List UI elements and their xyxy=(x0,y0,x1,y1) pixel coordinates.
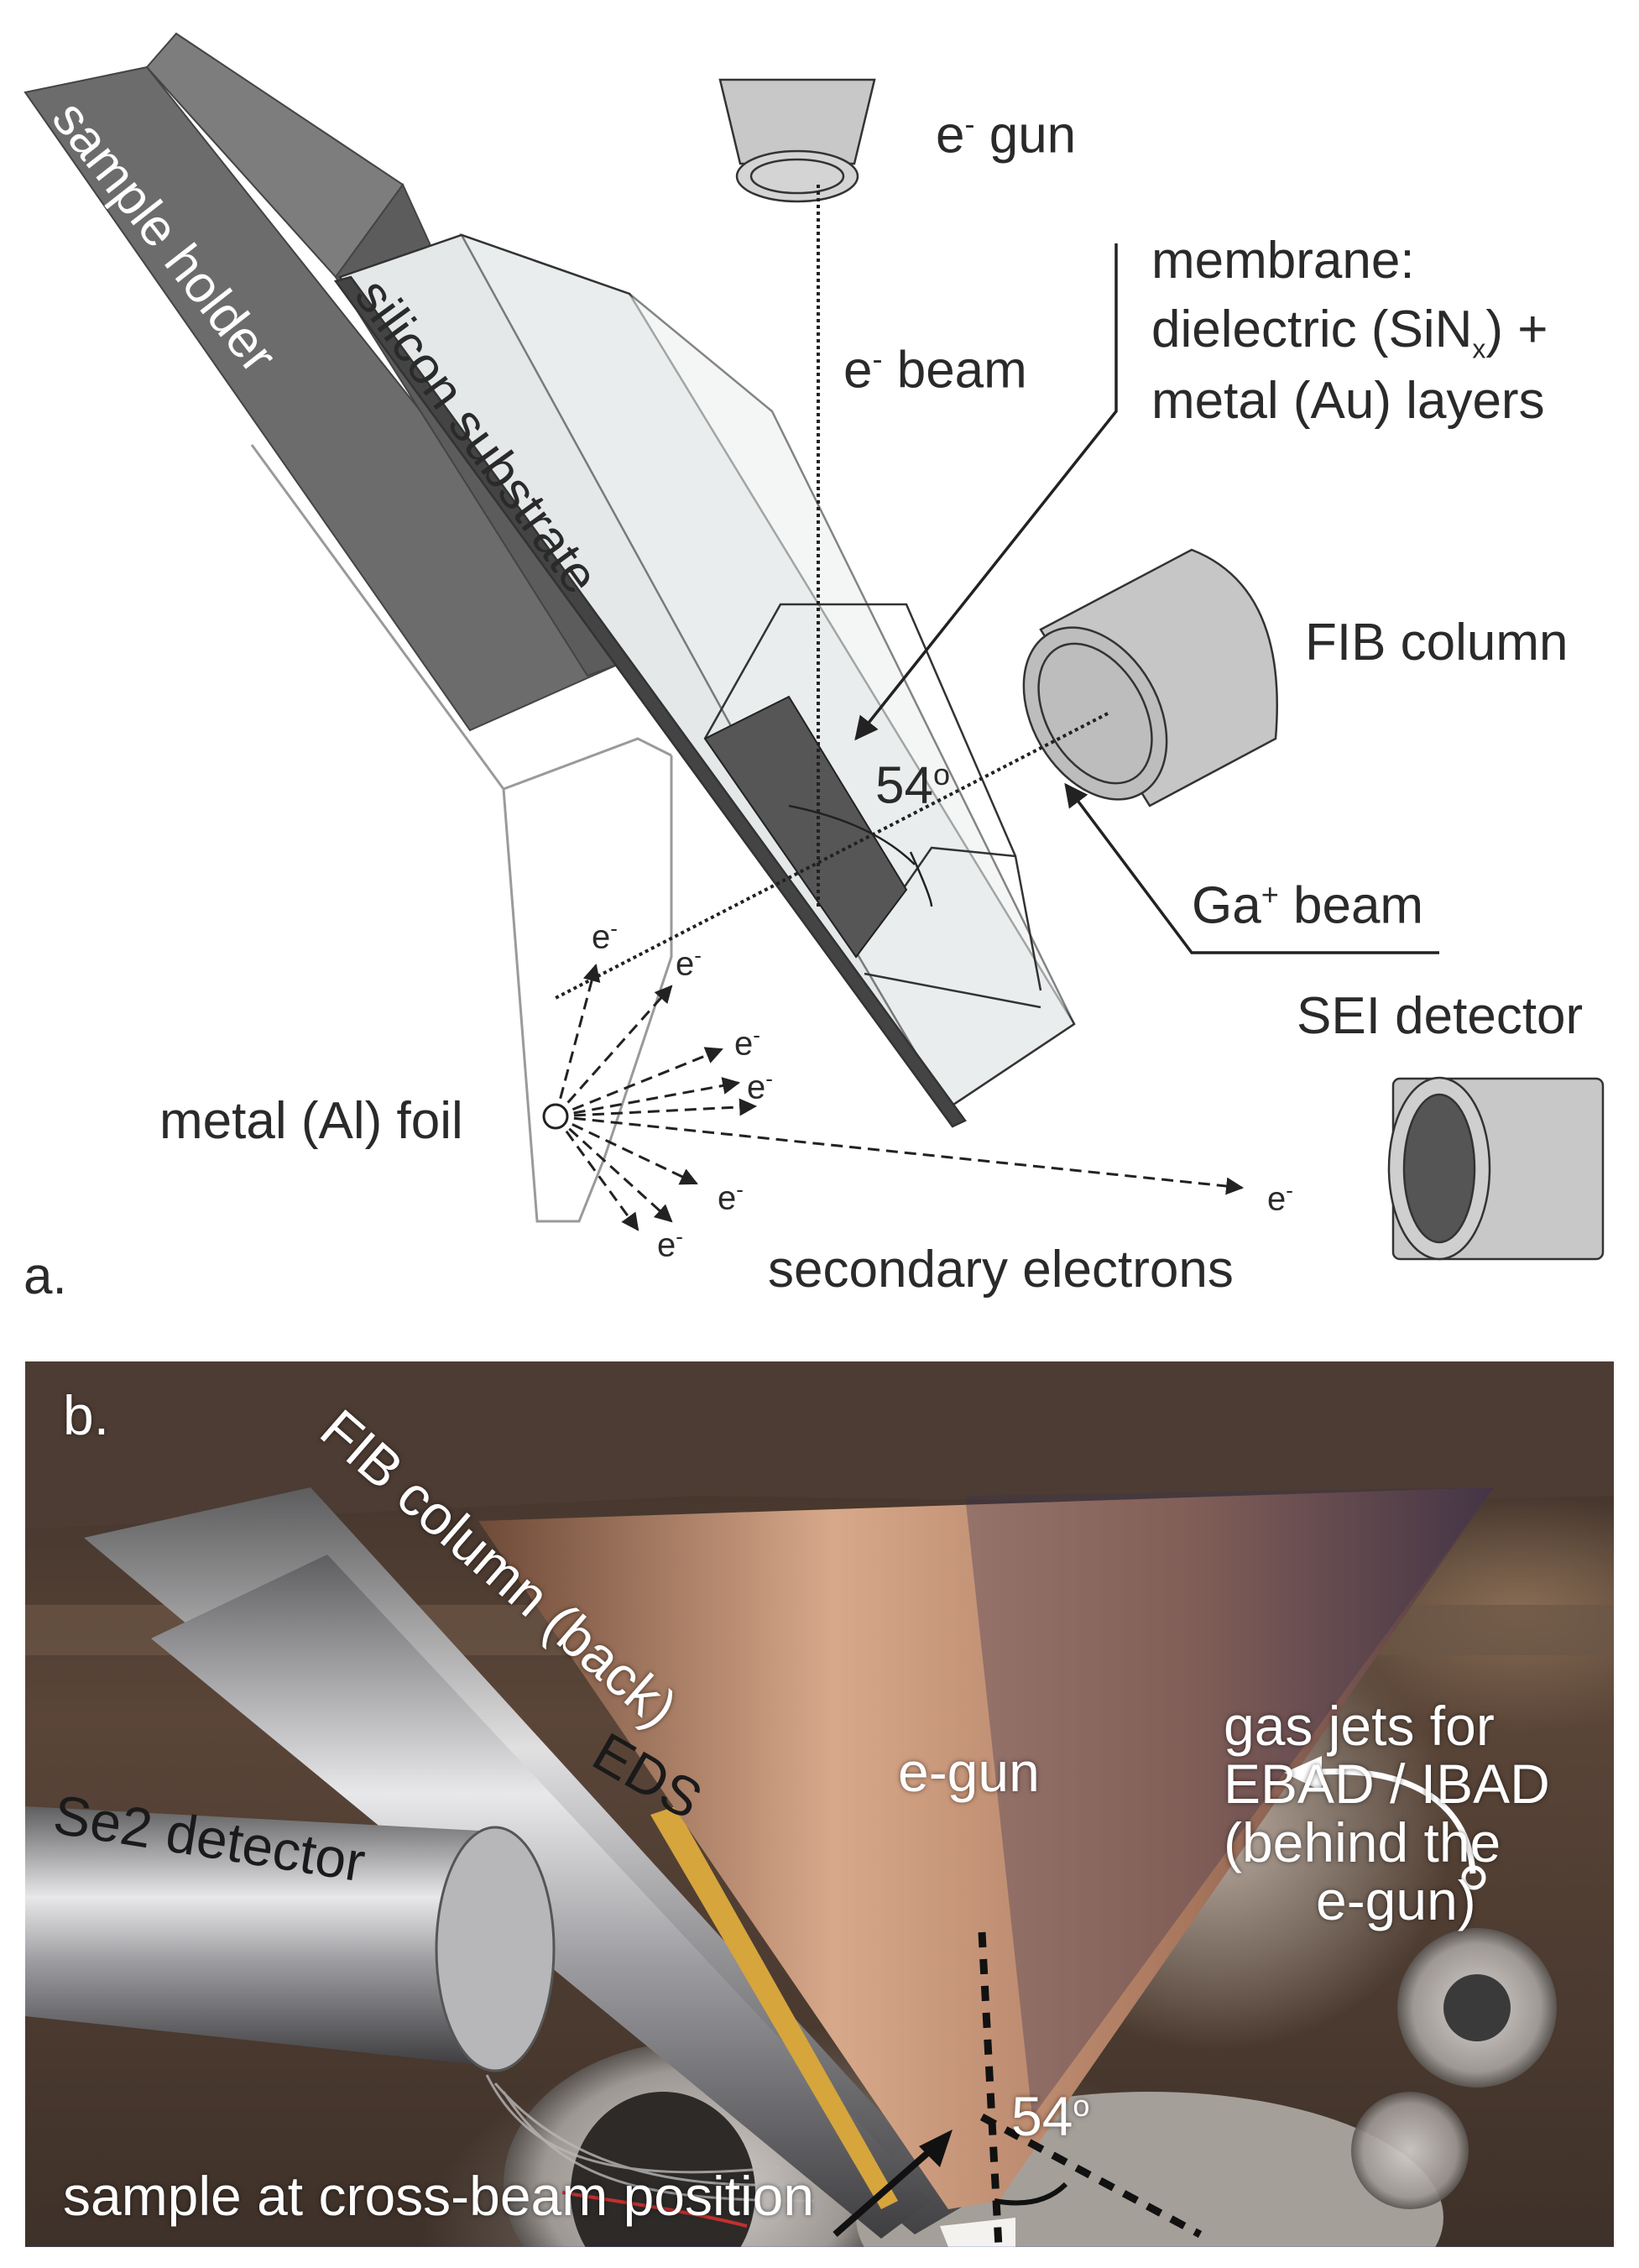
electron-label: e- xyxy=(676,943,702,983)
secondary-electrons-label: secondary electrons xyxy=(768,1241,1234,1299)
angle-arc xyxy=(788,804,933,907)
gas-jets-label: gas jets for EBAD / IBAD (behind the e-g… xyxy=(1224,1695,1550,1931)
electron-label: e- xyxy=(734,1022,760,1063)
membrane-line3: metal (Au) layers xyxy=(1151,372,1545,431)
panel-b-photo: b. FIB column (back) EDS Se2 detector e-… xyxy=(25,1361,1614,2247)
sei-detector-icon xyxy=(1387,1076,1605,1261)
gas-jets-line: gas jets for xyxy=(1224,1695,1495,1757)
membrane-window xyxy=(703,695,908,959)
sample-pointer xyxy=(833,2139,942,2238)
fib-column-icon xyxy=(1022,548,1278,807)
gas-jets-line: EBAD / IBAD xyxy=(1224,1753,1550,1816)
panel-b-label: b. xyxy=(63,1384,110,1446)
ga-beam-dashed xyxy=(979,2114,1203,2238)
metal-foil-label: metal (Al) foil xyxy=(159,1092,463,1150)
angle-label: 54o xyxy=(875,756,950,815)
schematic-drawing xyxy=(23,32,1605,1261)
angle-arc-photo xyxy=(994,2182,1068,2206)
ga-beam-pointer xyxy=(1064,782,1439,954)
fib-column-label: FIB column xyxy=(1305,614,1569,672)
gas-jet-arrow xyxy=(1308,1769,1476,1874)
electron-label: e- xyxy=(747,1066,773,1106)
sample-position-label: sample at cross-beam position xyxy=(63,2165,815,2227)
membrane-line1: membrane: xyxy=(1151,232,1415,290)
gas-jets-line: (behind the xyxy=(1224,1811,1501,1873)
ga-beam-line xyxy=(553,712,1109,1001)
electron-label: e- xyxy=(657,1224,683,1264)
membrane-label: membrane: dielectric (SiNx) + metal (Au)… xyxy=(1151,227,1548,436)
gas-jets-line: e-gun) xyxy=(1316,1868,1476,1931)
metal-foil-point xyxy=(542,1103,569,1130)
electron-label: e- xyxy=(592,916,618,956)
angle-label-photo: 54o xyxy=(1011,2085,1090,2147)
holder-stand-outline xyxy=(250,444,673,1223)
chamber-photo-illustration xyxy=(25,1361,1614,2247)
panel-a-label: a. xyxy=(23,1247,67,1305)
e-gun-icon xyxy=(718,78,876,203)
e-gun-label: e- gun xyxy=(936,106,1077,165)
panel-a-schematic: sample holder silicon substrate e- gun e… xyxy=(23,32,1605,1305)
ga-beam-label: Ga+ beam xyxy=(1192,876,1424,935)
electron-label: e- xyxy=(718,1177,744,1217)
membrane-line2: dielectric (SiNx) + xyxy=(1151,300,1548,364)
e-gun-label-photo: e-gun xyxy=(898,1741,1040,1803)
membrane-pointer xyxy=(854,243,1118,741)
e-beam-label: e- beam xyxy=(843,341,1027,400)
electron-label: e- xyxy=(1267,1178,1293,1218)
sei-detector-label: SEI detector xyxy=(1297,987,1584,1045)
secondary-electron-arrows xyxy=(554,963,1245,1231)
